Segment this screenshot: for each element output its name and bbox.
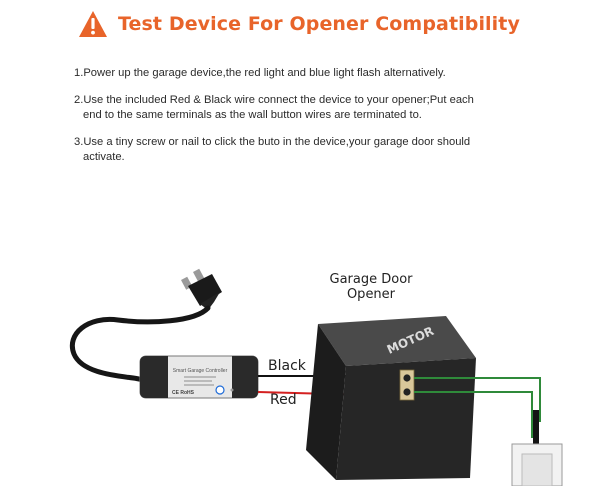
power-plug-icon <box>181 268 222 310</box>
wiring-diagram: Smart Garage Controller CE RoHS MOTOR <box>0 262 600 487</box>
step-2-text: 2.Use the included Red & Black wire conn… <box>74 94 474 106</box>
page-title: Test Device For Opener Compatibility <box>118 13 520 35</box>
smart-garage-controller-device: Smart Garage Controller CE RoHS <box>139 355 259 399</box>
wiring-illustration: Smart Garage Controller CE RoHS MOTOR <box>69 268 563 487</box>
device-cert: CE RoHS <box>172 390 195 396</box>
instruction-list: 1.Power up the garage device,the red lig… <box>74 66 554 177</box>
black-wire-label: Black <box>268 358 306 374</box>
step-1: 1.Power up the garage device,the red lig… <box>74 66 554 81</box>
page-header: Test Device For Opener Compatibility <box>78 10 520 38</box>
power-cable <box>69 305 211 383</box>
warning-triangle-icon <box>79 11 107 37</box>
wifi-icon <box>215 385 225 395</box>
step-3-text-continued: activate. <box>83 151 125 163</box>
step-1-text: 1.Power up the garage device,the red lig… <box>74 67 446 79</box>
garage-door-opener: MOTOR <box>306 316 476 480</box>
opener-label-line2: Opener <box>346 287 396 302</box>
opener-label-line1: Garage Door <box>329 272 413 287</box>
step-2: 2.Use the included Red & Black wire conn… <box>74 93 554 123</box>
red-wire-label: Red <box>270 392 297 408</box>
step-3: 3.Use a tiny screw or nail to click the … <box>74 135 554 165</box>
device-title: Smart Garage Controller <box>173 368 228 374</box>
step-3-text: 3.Use a tiny screw or nail to click the … <box>74 136 471 148</box>
step-2-text-continued: end to the same terminals as the wall bu… <box>83 109 422 121</box>
wall-button-wire-2 <box>414 391 533 438</box>
opener-label: Garage Door Opener <box>323 272 419 302</box>
wall-button-switch <box>511 443 563 487</box>
wall-button-wire-1 <box>414 377 541 422</box>
